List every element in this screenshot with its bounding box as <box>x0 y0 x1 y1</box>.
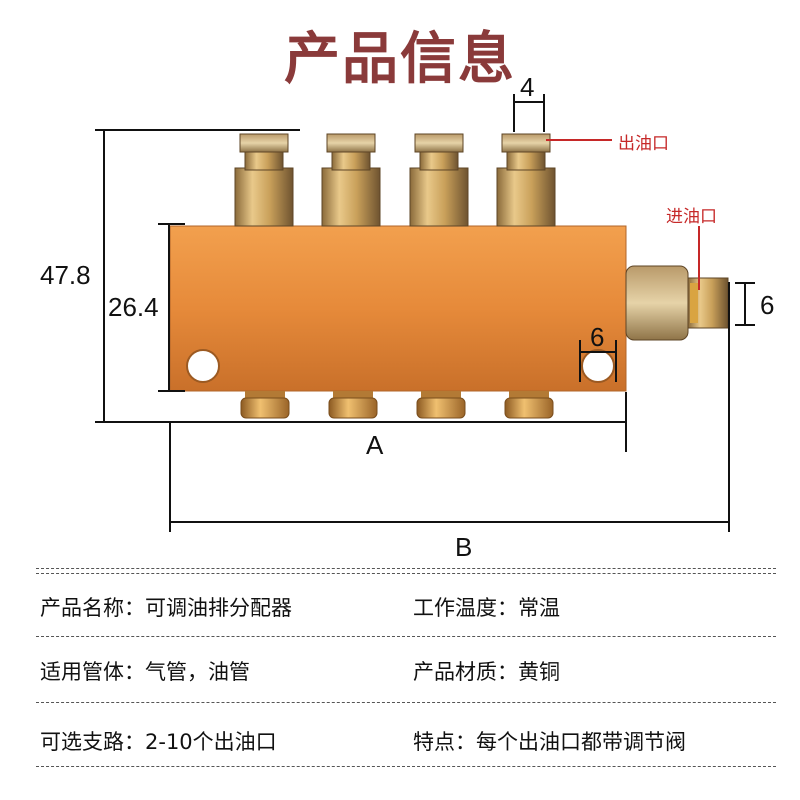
outlet-label: 出油口 <box>618 134 669 154</box>
spec-working-temp: 工作温度：常温 <box>413 592 560 622</box>
manifold-body <box>169 225 627 392</box>
adjustment-knob <box>416 391 466 419</box>
spec-label: 适用管体： <box>40 660 145 684</box>
divider <box>36 568 776 569</box>
mounting-hole-right <box>581 349 615 383</box>
spec-label: 可选支路： <box>40 730 145 754</box>
divider <box>36 573 776 574</box>
dim-outlet-width: 4 <box>520 72 535 102</box>
spec-branches: 可选支路：2-10个出油口 <box>40 726 277 756</box>
spec-label: 工作温度： <box>413 596 518 620</box>
spec-material: 产品材质：黄铜 <box>413 656 560 686</box>
outlet-fitting <box>234 133 294 227</box>
spec-value: 气管，油管 <box>145 660 250 684</box>
adjustment-knob <box>504 391 554 419</box>
dim-length-a: A <box>366 430 384 460</box>
adjustment-knob <box>328 391 378 419</box>
adjustment-knob <box>240 391 290 419</box>
spec-value: 常温 <box>518 596 560 620</box>
dim-hole-width: 6 <box>590 322 605 352</box>
spec-label: 产品材质： <box>413 660 518 684</box>
spec-label: 产品名称： <box>40 596 145 620</box>
outlet-fitting <box>496 133 556 227</box>
page-title: 产品信息 <box>284 27 516 92</box>
spec-applicable-pipe: 适用管体：气管，油管 <box>40 656 250 686</box>
divider <box>36 702 776 703</box>
mounting-hole-left <box>186 349 220 383</box>
product-diagram <box>95 94 755 532</box>
outlet-fitting <box>409 133 469 227</box>
divider <box>36 636 776 637</box>
dim-body-height: 26.4 <box>108 292 159 322</box>
dim-length-b: B <box>455 532 473 562</box>
inlet-fitting <box>625 265 729 341</box>
spec-value: 2-10个出油口 <box>145 730 277 754</box>
spec-product-name: 产品名称：可调油排分配器 <box>40 592 292 622</box>
spec-feature: 特点：每个出油口都带调节阀 <box>413 726 686 756</box>
dimension-lines <box>95 94 755 532</box>
outlet-fitting <box>321 133 381 227</box>
divider <box>36 766 776 767</box>
spec-value: 黄铜 <box>518 660 560 684</box>
dim-overall-height: 47.8 <box>40 260 91 290</box>
inlet-label: 进油口 <box>666 207 717 227</box>
spec-label: 特点： <box>413 730 476 754</box>
dim-inlet-width: 6 <box>760 290 775 320</box>
spec-value: 每个出油口都带调节阀 <box>476 730 686 754</box>
spec-value: 可调油排分配器 <box>145 596 292 620</box>
